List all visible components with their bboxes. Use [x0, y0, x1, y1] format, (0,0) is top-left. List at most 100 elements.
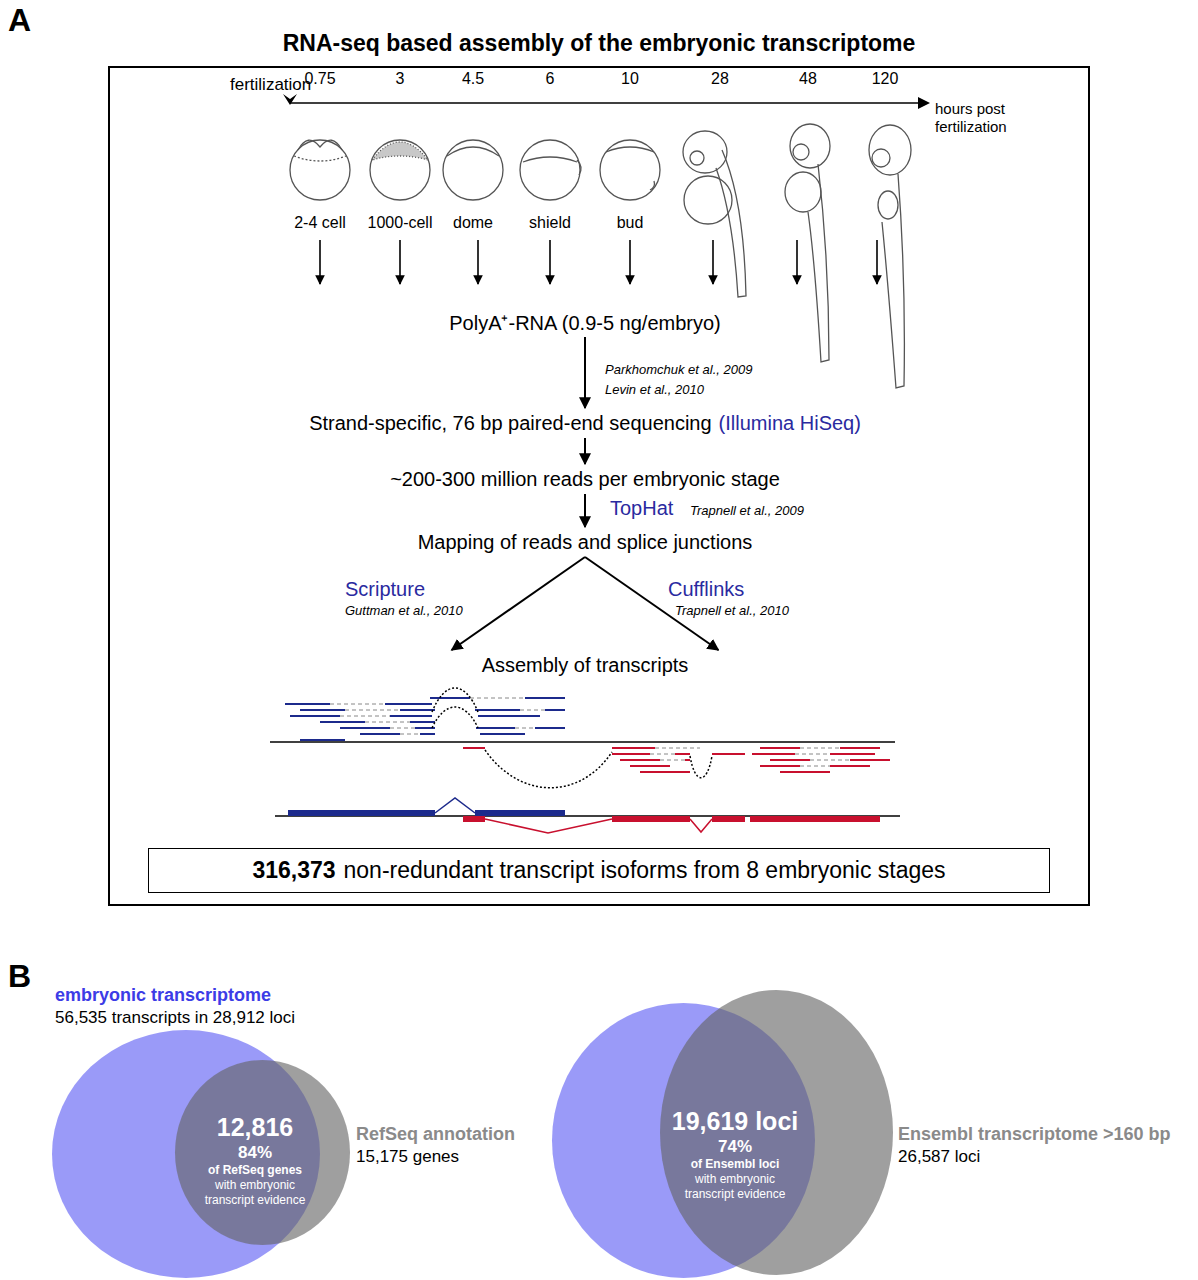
venn-circle: Ensembl transcriptome >160 bp26,587 loci… [660, 990, 893, 1275]
blue-exon [475, 810, 565, 816]
process-step-text: ~200-300 million reads per embryonic sta… [390, 468, 780, 491]
stage-arrow [477, 240, 479, 284]
splice-arc [432, 688, 478, 712]
embryo-2-4-cell [290, 140, 350, 200]
annotation-label: 6 [546, 70, 555, 88]
process-step: Strand-specific, 76 bp paired-end sequen… [240, 408, 930, 438]
stage-arrow [629, 240, 631, 284]
flow-arrow [452, 557, 585, 650]
embryo-detail [606, 147, 654, 152]
process-step-text: Assembly of transcripts [482, 654, 689, 677]
annotation-label: 0.75 [304, 70, 335, 88]
larva-120-eye [872, 149, 890, 167]
tool-label: Scripture [345, 578, 425, 601]
embryonic-shield [577, 160, 581, 175]
result-box: 316,373 non-redundant transcript isoforms… [148, 848, 1050, 893]
flow-arrow [584, 337, 586, 408]
venn-overlap-text: 19,619 loci [672, 1106, 798, 1136]
venn-overlap: 19,619 loci74%of Ensembl lociwith embryo… [660, 1106, 810, 1216]
process-step: ~200-300 million reads per embryonic sta… [355, 464, 815, 494]
larva-28-head [683, 131, 727, 173]
annotation-label: Trapnell et al., 2009 [690, 503, 804, 518]
blastomeres [298, 140, 342, 150]
annotation-label: 48 [799, 70, 817, 88]
red-reads [463, 748, 890, 772]
tool-label: TopHat [610, 497, 673, 520]
red-exon [612, 816, 690, 822]
blue-exon [288, 810, 435, 816]
venn-circle-text: Ensembl transcriptome >160 bp [898, 1124, 1171, 1145]
embryo-detail [523, 157, 577, 162]
venn-overlap: 12,81684%of RefSeq geneswith embryonic t… [185, 1112, 325, 1222]
larva-120-head [869, 125, 911, 175]
blastoderm-cap [372, 142, 428, 160]
venn-circle-text: 26,587 loci [898, 1147, 980, 1167]
red-exon [750, 816, 880, 822]
process-step-text: Mapping of reads and splice junctions [418, 531, 753, 554]
annotation-label: Levin et al., 2010 [605, 382, 704, 397]
annotation-label: 120 [872, 70, 899, 88]
process-step: PolyA⁺-RNA (0.9-5 ng/embryo) [400, 307, 770, 337]
panel-box: RNA-seq based assembly of the embryonic … [108, 66, 1090, 906]
annotation-label: fertilization [230, 75, 311, 95]
annotation-label: 3 [396, 70, 405, 88]
larva-48-head [790, 124, 830, 168]
stage-arrow [712, 240, 714, 284]
timeline-arrowhead [918, 97, 930, 109]
venn-circle-text: RefSeq annotation [356, 1124, 515, 1145]
annotation-label: hours post fertilization [935, 100, 1025, 136]
annotation-label: dome [453, 214, 493, 232]
venn-overlap-text: of RefSeq genes [208, 1163, 302, 1178]
embryo-detail [294, 156, 346, 161]
embryo-1000-cell [370, 140, 430, 200]
embryo-dome [443, 140, 503, 200]
larva-48-eye [793, 144, 809, 160]
venn-overlap-text: with embryonic transcript evidence [670, 1172, 800, 1202]
flow-arrow [584, 494, 586, 527]
venn-circle: RefSeq annotation15,175 genes12,81684%of… [175, 1060, 350, 1245]
red-intron [690, 819, 712, 832]
larva-48-yolk [785, 172, 821, 212]
venn-overlap-text: of Ensembl loci [691, 1157, 780, 1172]
annotation-label: Parkhomchuk et al., 2009 [605, 362, 752, 377]
blue-intron [435, 798, 475, 813]
result-box-text: 316,373 [252, 857, 335, 884]
larva-28-eye [690, 151, 704, 165]
tool-label: Cufflinks [668, 578, 744, 601]
embryo-detail [447, 147, 499, 156]
annotation-label: shield [529, 214, 571, 232]
stage-arrow [399, 240, 401, 284]
panel-box-text: RNA-seq based assembly of the embryonic … [108, 30, 1090, 57]
annotation-label: Trapnell et al., 2010 [675, 603, 789, 618]
splice-arc [485, 750, 612, 788]
tail-bud [650, 181, 655, 190]
stage-arrow [549, 240, 551, 284]
venn-overlap-text: 74% [718, 1136, 752, 1157]
annotation-label: 28 [711, 70, 729, 88]
venn-overlap-text: with embryonic transcript evidence [190, 1178, 320, 1208]
fertilization-marker [283, 94, 297, 105]
venn-circle-text: embryonic transcriptome [55, 985, 271, 1006]
annotation-label: B [8, 958, 31, 995]
read-pair-links [650, 748, 850, 766]
embryo-bud [600, 140, 660, 200]
venn-overlap-text: 84% [238, 1142, 272, 1163]
red-intron [485, 819, 612, 833]
annotation-label: bud [617, 214, 644, 232]
annotation-label: 1000-cell [368, 214, 433, 232]
splice-arc [432, 707, 478, 728]
annotation-label: 2-4 cell [294, 214, 346, 232]
larva-120-trunk [882, 174, 904, 388]
blue-reads [285, 698, 565, 740]
process-step-text: (Illumina HiSeq) [719, 412, 861, 435]
process-step-text: PolyA⁺-RNA (0.9-5 ng/embryo) [449, 309, 721, 336]
timeline-axis [290, 102, 920, 104]
splice-arc [690, 756, 712, 778]
process-step: Assembly of transcripts [440, 650, 730, 680]
larva-120-gut [878, 191, 898, 219]
result-box-text: non-redundant transcript isoforms from 8… [344, 857, 946, 884]
red-exon [463, 816, 485, 822]
